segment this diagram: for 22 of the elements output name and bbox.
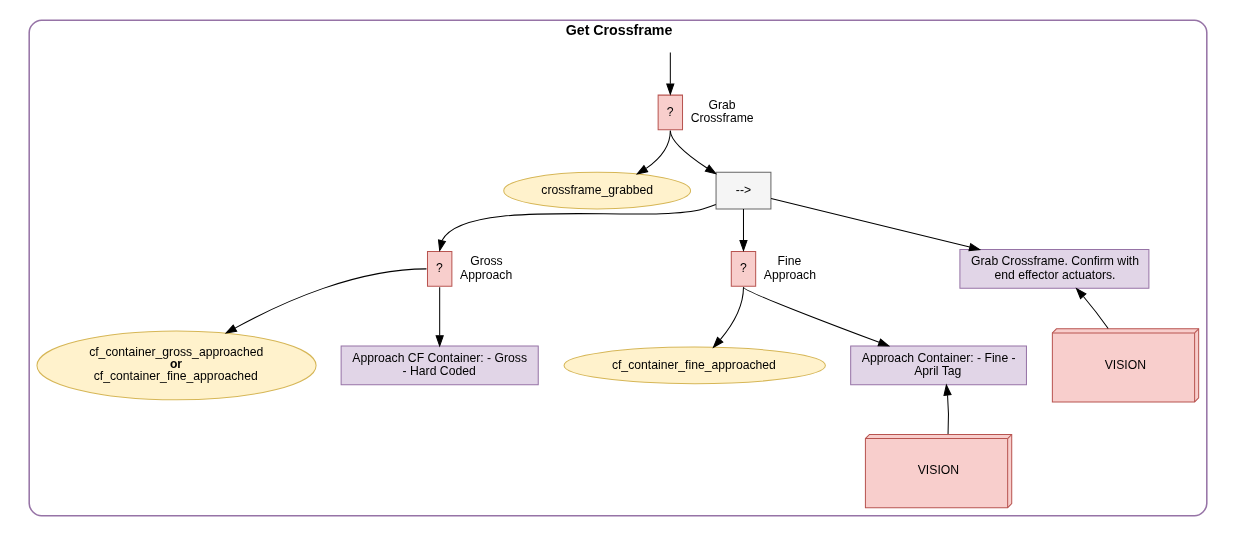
node-label: Gross Approach (460, 254, 513, 282)
arrow (770, 197, 982, 252)
node-box: Approach Container: - Fine - April Tag (850, 345, 1027, 386)
node-ellipse: cf_container_fine_approached (563, 346, 826, 385)
arrow (224, 268, 427, 334)
node-box: --> (715, 171, 772, 210)
node-box: Approach CF Container: - Gross - Hard Coded (340, 345, 539, 386)
arrow (712, 286, 744, 349)
arrow (635, 130, 671, 175)
arrow (742, 286, 891, 347)
arrow (943, 383, 952, 435)
node-ellipse: cf_container_gross_approached or cf_container_fine_approached (36, 330, 317, 401)
node-box: Grab Crossframe. Confirm with end effector actuators. (959, 249, 1150, 289)
arrow (669, 130, 718, 175)
node-ellipse: crossframe_grabbed (503, 171, 692, 210)
arrow (437, 203, 717, 253)
arrow (739, 208, 748, 253)
node-label: Grab Crossframe (690, 97, 754, 126)
node-label: Fine Approach (763, 254, 816, 282)
arrow (666, 52, 675, 96)
arrow (435, 286, 444, 348)
arrow (1075, 287, 1109, 330)
